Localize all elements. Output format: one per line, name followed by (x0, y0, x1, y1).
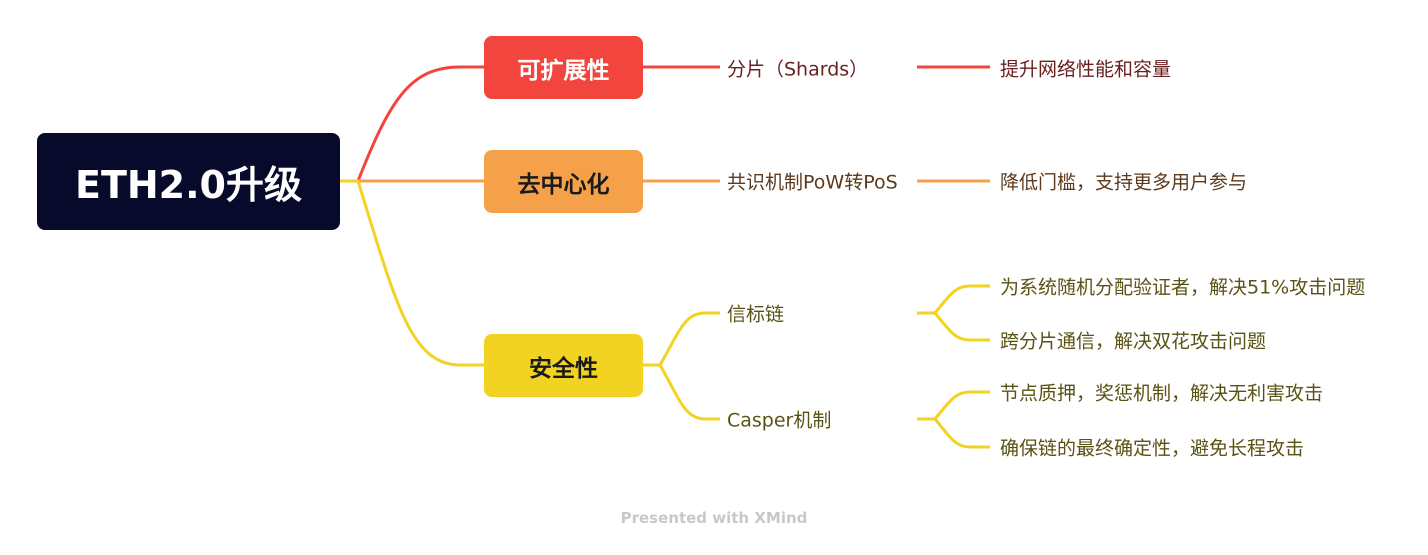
leaf-beacon-validators[interactable]: 为系统随机分配验证者，解决51%攻击问题 (1000, 276, 1366, 299)
leaf-beacon-cross-shard[interactable]: 跨分片通信，解决双花攻击问题 (1000, 330, 1267, 353)
connector-beacon-leaf2 (917, 311, 990, 342)
branch-security[interactable]: 安全性 (484, 334, 643, 397)
connector-root-scalability (340, 65, 484, 183)
connector-beacon-leaf1 (917, 284, 990, 315)
leaf-shards-performance[interactable]: 提升网络性能和容量 (1000, 58, 1172, 81)
branch-decentralization[interactable]: 去中心化 (484, 150, 643, 213)
connector-security-beacon (643, 311, 720, 367)
connector-root-security (340, 179, 484, 367)
xmind-footer: Presented with XMind (620, 509, 808, 527)
topic-consensus[interactable]: 共识机制PoW转PoS (727, 171, 898, 194)
root-node[interactable]: ETH2.0升级 (37, 133, 340, 230)
leaf-consensus-threshold[interactable]: 降低门槛，支持更多用户参与 (1000, 171, 1248, 194)
branch-scalability[interactable]: 可扩展性 (484, 36, 643, 99)
topic-shards[interactable]: 分片（Shards） (727, 58, 869, 81)
topic-beacon-chain[interactable]: 信标链 (727, 303, 785, 326)
connector-security-casper (643, 363, 720, 421)
topic-casper[interactable]: Casper机制 (727, 409, 832, 432)
connector-casper-leaf2 (917, 417, 990, 449)
leaf-casper-finality[interactable]: 确保链的最终确定性，避免长程攻击 (1000, 437, 1305, 460)
leaf-casper-staking[interactable]: 节点质押，奖惩机制，解决无利害攻击 (1000, 382, 1324, 405)
connector-casper-leaf1 (917, 390, 990, 421)
